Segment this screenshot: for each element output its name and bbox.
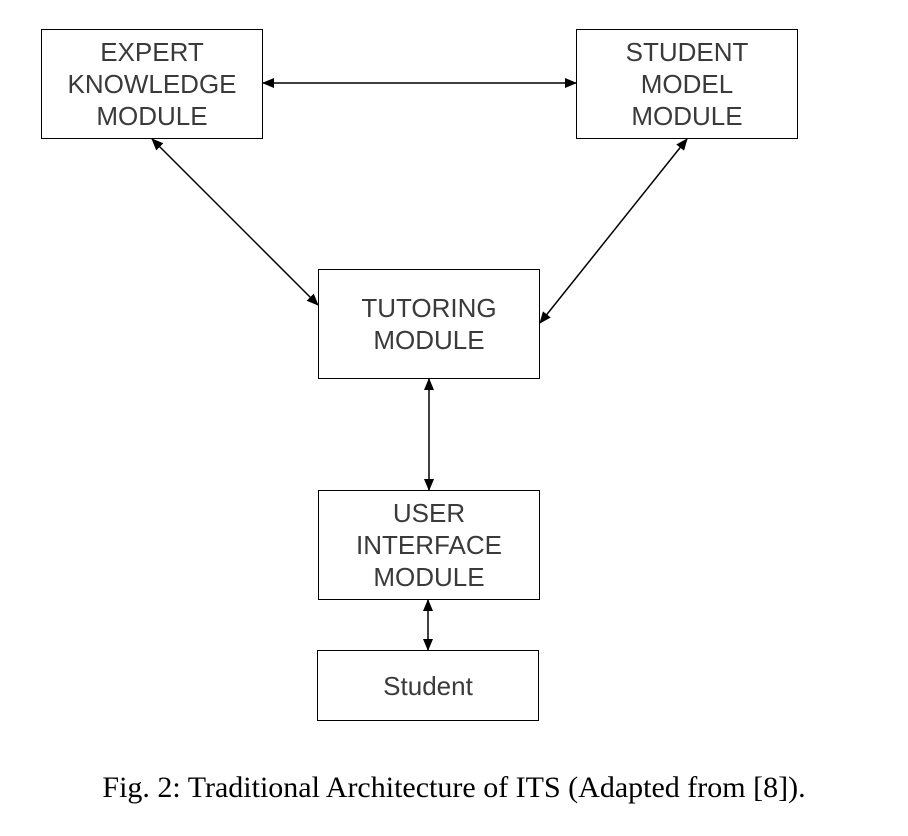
user-interface-line-3: MODULE [373,562,485,592]
tutoring-module-box: TUTORING MODULE [318,269,540,379]
student-model-line-1: STUDENT [625,37,749,67]
user-interface-module-box: USER INTERFACE MODULE [318,490,540,600]
figure-caption: Fig. 2: Traditional Architecture of ITS … [102,771,806,804]
expert-line-2: KNOWLEDGE [67,69,237,99]
student-box: Student [317,650,539,721]
student-model-line-3: MODULE [631,101,743,131]
expert-knowledge-module-box: EXPERT KNOWLEDGE MODULE [41,29,263,139]
student-model-module-box: STUDENT MODEL MODULE [576,29,798,139]
expert-line-1: EXPERT [100,37,204,67]
tutoring-line-2: MODULE [373,325,485,355]
edge-expert-tutoring [151,138,319,306]
student-line-1: Student [383,670,473,701]
user-interface-line-2: INTERFACE [356,530,502,560]
expert-line-3: MODULE [96,101,208,131]
edge-student-model-tutoring [539,138,688,324]
user-interface-line-1: USER [392,498,466,528]
student-model-line-2: MODEL [640,69,734,99]
tutoring-line-1: TUTORING [361,293,497,323]
